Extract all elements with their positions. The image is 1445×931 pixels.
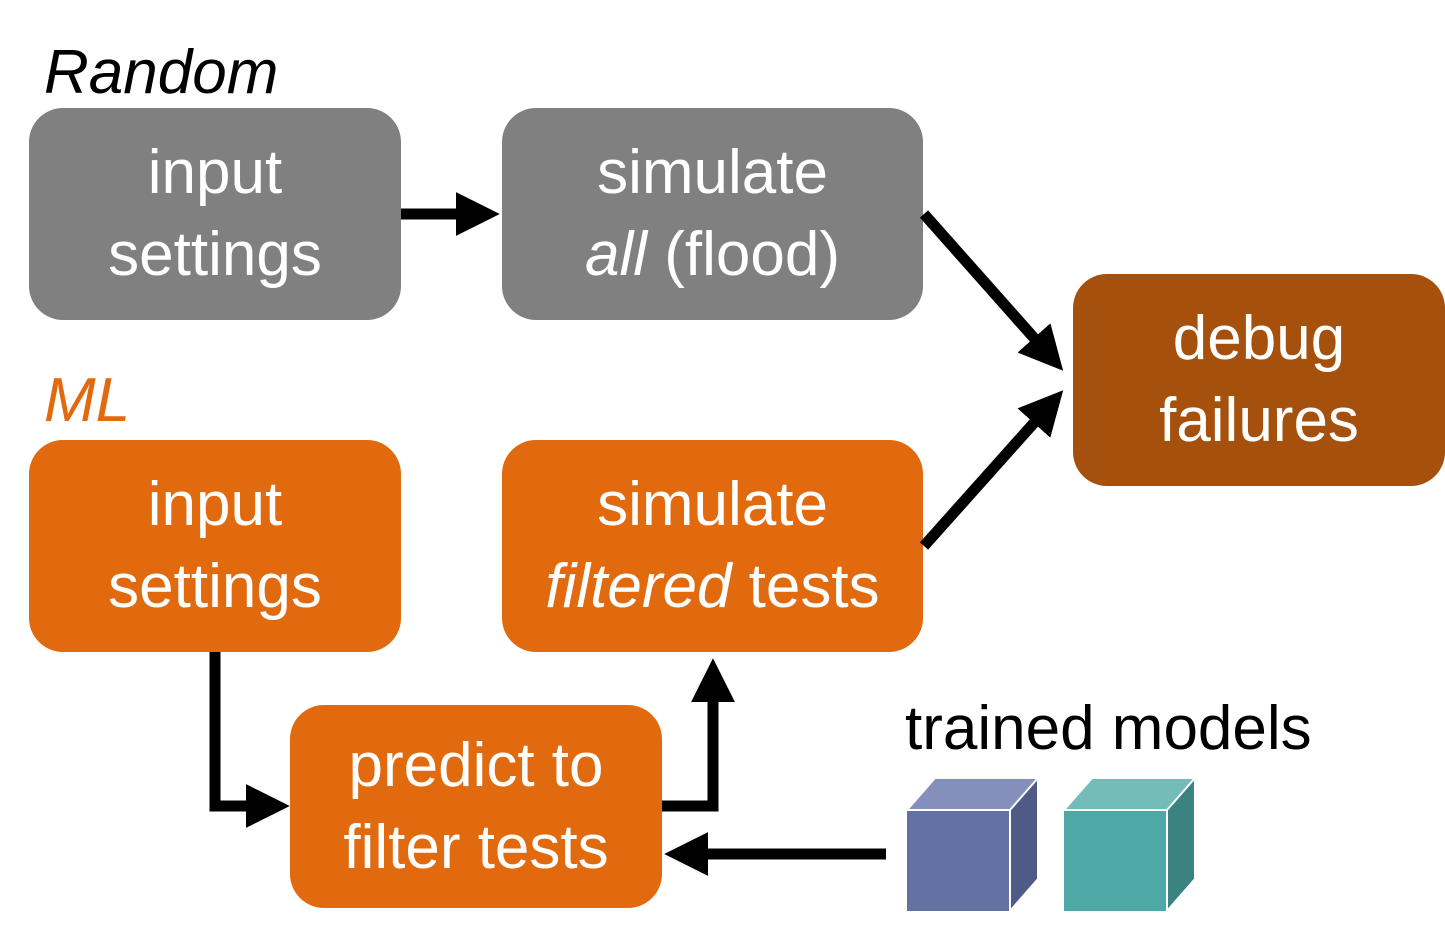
ml-input-settings-box: input settings <box>29 440 401 652</box>
ml-section-label: ML <box>44 366 131 435</box>
random-input-line1: input <box>147 138 283 207</box>
model-cube-teal-icon <box>1063 777 1196 912</box>
trained-models-label: trained models <box>905 694 1312 763</box>
ml-simulate-line2: filtered tests <box>545 546 879 628</box>
ml-simulate-line1: simulate <box>597 470 828 539</box>
random-simulate-rest: (flood) <box>647 220 840 289</box>
arrow-ml-simulate-to-debug <box>919 390 1064 550</box>
random-simulate-line1: simulate <box>597 138 828 207</box>
random-simulate-box: simulate all (flood) <box>502 108 923 320</box>
ml-simulate-rest: tests <box>731 552 880 621</box>
ml-input-line1: input <box>147 470 283 539</box>
debug-line1: debug <box>1172 304 1346 373</box>
model-cube-blue-icon <box>906 777 1039 912</box>
predict-line1: predict to <box>348 730 604 800</box>
debug-failures-box: debug failures <box>1073 274 1445 486</box>
ml-simulate-box: simulate filtered tests <box>502 440 923 652</box>
predict-filter-box: predict to filter tests <box>290 705 662 908</box>
random-simulate-emphasis: all <box>585 220 648 289</box>
random-input-settings-box: input settings <box>29 108 401 320</box>
random-input-line2: settings <box>108 220 322 289</box>
debug-line2: failures <box>1159 386 1359 455</box>
arrow-predict-to-simulate <box>662 658 735 812</box>
arrow-ml-input-to-predict <box>209 652 290 828</box>
ml-input-line2: settings <box>108 552 322 621</box>
arrow-random-simulate-to-debug <box>919 210 1064 371</box>
predict-line2: filter tests <box>343 812 609 882</box>
random-simulate-line2: all (flood) <box>585 214 840 296</box>
ml-simulate-emphasis: filtered <box>545 552 732 621</box>
random-section-label: Random <box>44 38 279 107</box>
